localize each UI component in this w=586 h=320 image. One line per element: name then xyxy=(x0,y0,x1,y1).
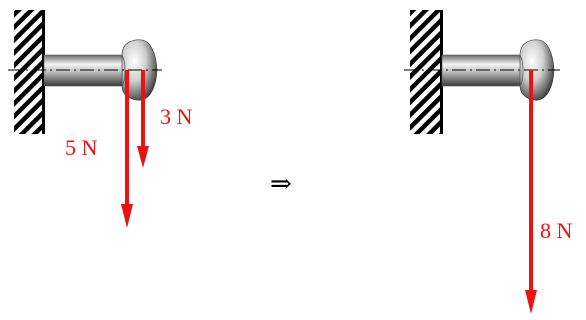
implies-symbol: ⇒ xyxy=(270,169,292,199)
force-label-5n: 5 N xyxy=(65,135,98,160)
right-cantilever xyxy=(404,10,560,134)
right-wall-face xyxy=(440,10,443,134)
force-arrow-8n xyxy=(525,70,537,314)
force-label-8n: 8 N xyxy=(540,218,573,243)
force-arrow-5n-head xyxy=(121,204,133,228)
left-wall-face xyxy=(42,10,45,134)
force-label-3n: 3 N xyxy=(160,104,193,129)
force-arrow-5n xyxy=(121,70,133,228)
right-rod-head-rim xyxy=(519,54,524,87)
force-arrow-3n-head xyxy=(137,146,149,168)
left-cantilever xyxy=(8,10,162,134)
right-wall-hatch xyxy=(410,10,442,134)
left-wall-hatch xyxy=(14,10,44,134)
force-arrow-3n xyxy=(137,70,149,168)
force-arrow-8n-head xyxy=(525,290,537,314)
